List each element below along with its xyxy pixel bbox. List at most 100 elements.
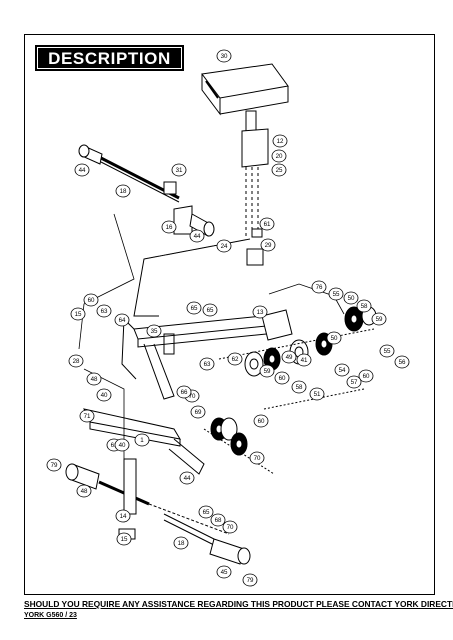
svg-text:24: 24 [221, 243, 228, 250]
svg-text:69: 69 [195, 409, 202, 416]
svg-text:25: 25 [276, 167, 283, 174]
knob [251, 228, 263, 238]
svg-text:59: 59 [264, 368, 271, 375]
lever-arm [83, 408, 182, 440]
part-callout: 25 [271, 163, 287, 177]
svg-text:54: 54 [339, 367, 346, 374]
svg-text:61: 61 [264, 221, 271, 228]
seat-bracket [241, 128, 269, 168]
part-callout: 56 [394, 355, 410, 369]
part-callout: 41 [296, 353, 312, 367]
svg-text:65: 65 [203, 509, 210, 516]
part-callout: 65 [202, 303, 218, 317]
part-callout: 69 [190, 405, 206, 419]
svg-text:66: 66 [181, 389, 188, 396]
part-number-callouts: 30 12 20 25 61 29 44 18 16 44 24 31 76 5… [46, 49, 410, 587]
part-callout: 63 [96, 304, 112, 318]
part-callout: 51 [309, 387, 325, 401]
part-callout: 13 [252, 305, 268, 319]
part-callout: 60 [358, 369, 374, 383]
part-callout: 24 [216, 239, 232, 253]
svg-text:15: 15 [75, 311, 82, 318]
part-callout: 18 [115, 184, 131, 198]
svg-text:60: 60 [88, 297, 95, 304]
svg-text:50: 50 [348, 295, 355, 302]
part-callout: 79 [46, 458, 62, 472]
part-callout: 44 [74, 163, 90, 177]
svg-text:13: 13 [257, 309, 264, 316]
part-callout: 40 [96, 388, 112, 402]
svg-text:58: 58 [296, 384, 303, 391]
part-callout: 12 [272, 134, 288, 148]
svg-text:51: 51 [314, 391, 321, 398]
part-callout: 71 [79, 409, 95, 423]
svg-text:48: 48 [91, 376, 98, 383]
part-callout: 76 [311, 280, 327, 294]
part-callout: 45 [216, 565, 232, 579]
svg-text:63: 63 [101, 308, 108, 315]
small-block [246, 248, 264, 266]
part-callout: 66 [176, 385, 192, 399]
svg-text:70: 70 [227, 524, 234, 531]
svg-text:48: 48 [81, 488, 88, 495]
svg-text:50: 50 [331, 335, 338, 342]
svg-text:40: 40 [101, 392, 108, 399]
part-callout: 57 [346, 375, 362, 389]
svg-text:15: 15 [121, 536, 128, 543]
svg-text:60: 60 [363, 373, 370, 380]
part-callout: 20 [271, 149, 287, 163]
svg-text:1: 1 [140, 437, 144, 444]
part-callout: 70 [249, 451, 265, 465]
part-callout: 54 [334, 363, 350, 377]
svg-text:79: 79 [51, 462, 58, 469]
svg-text:45: 45 [221, 569, 228, 576]
lower-roller-assembly [65, 458, 251, 565]
svg-text:61: 61 [111, 442, 118, 449]
part-callout: 44 [189, 229, 205, 243]
part-callout: 58 [291, 380, 307, 394]
svg-text:16: 16 [166, 224, 173, 231]
part-callout: 50 [343, 291, 359, 305]
svg-text:58: 58 [361, 303, 368, 310]
svg-text:76: 76 [316, 284, 323, 291]
svg-text:18: 18 [120, 188, 127, 195]
svg-text:20: 20 [276, 153, 283, 160]
svg-text:29: 29 [265, 242, 272, 249]
part-callout: 50 [326, 331, 342, 345]
part-callout: 14 [115, 509, 131, 523]
svg-text:79: 79 [247, 577, 254, 584]
assistance-note: SHOULD YOU REQUIRE ANY ASSISTANCE REGARD… [24, 599, 453, 609]
svg-text:44: 44 [79, 167, 86, 174]
part-callout: 60 [274, 371, 290, 385]
part-callout: 35 [146, 324, 162, 338]
part-callout: 61 [259, 217, 275, 231]
svg-text:41: 41 [301, 357, 308, 364]
part-callout: 58 [356, 299, 372, 313]
part-callout: 48 [76, 484, 92, 498]
svg-text:65: 65 [207, 307, 214, 314]
exploded-parts-diagram: 30 12 20 25 61 29 44 18 16 44 24 31 76 5… [46, 49, 410, 587]
part-callout: 15 [70, 307, 86, 321]
part-callout: 60 [253, 414, 269, 428]
svg-text:56: 56 [399, 359, 406, 366]
part-callout: 30 [216, 49, 232, 63]
part-callout: 15 [116, 532, 132, 546]
part-callout: 1 [134, 433, 150, 447]
svg-text:68: 68 [215, 517, 222, 524]
part-callout: 79 [242, 573, 258, 587]
part-callout: 59 [259, 364, 275, 378]
page-code: YORK G560 / 23 [24, 612, 77, 619]
part-callout: 44 [179, 471, 195, 485]
page-border [24, 34, 435, 595]
part-callout: 29 [260, 238, 276, 252]
svg-text:70: 70 [254, 455, 261, 462]
svg-text:70: 70 [189, 393, 196, 400]
svg-text:18: 18 [178, 540, 185, 547]
svg-text:57: 57 [351, 379, 358, 386]
part-callout: 18 [173, 536, 189, 550]
part-callout: 64 [114, 313, 130, 327]
svg-text:62: 62 [232, 356, 239, 363]
upper-roller-assembly [78, 144, 215, 237]
svg-text:28: 28 [73, 358, 80, 365]
main-frame [121, 309, 293, 400]
